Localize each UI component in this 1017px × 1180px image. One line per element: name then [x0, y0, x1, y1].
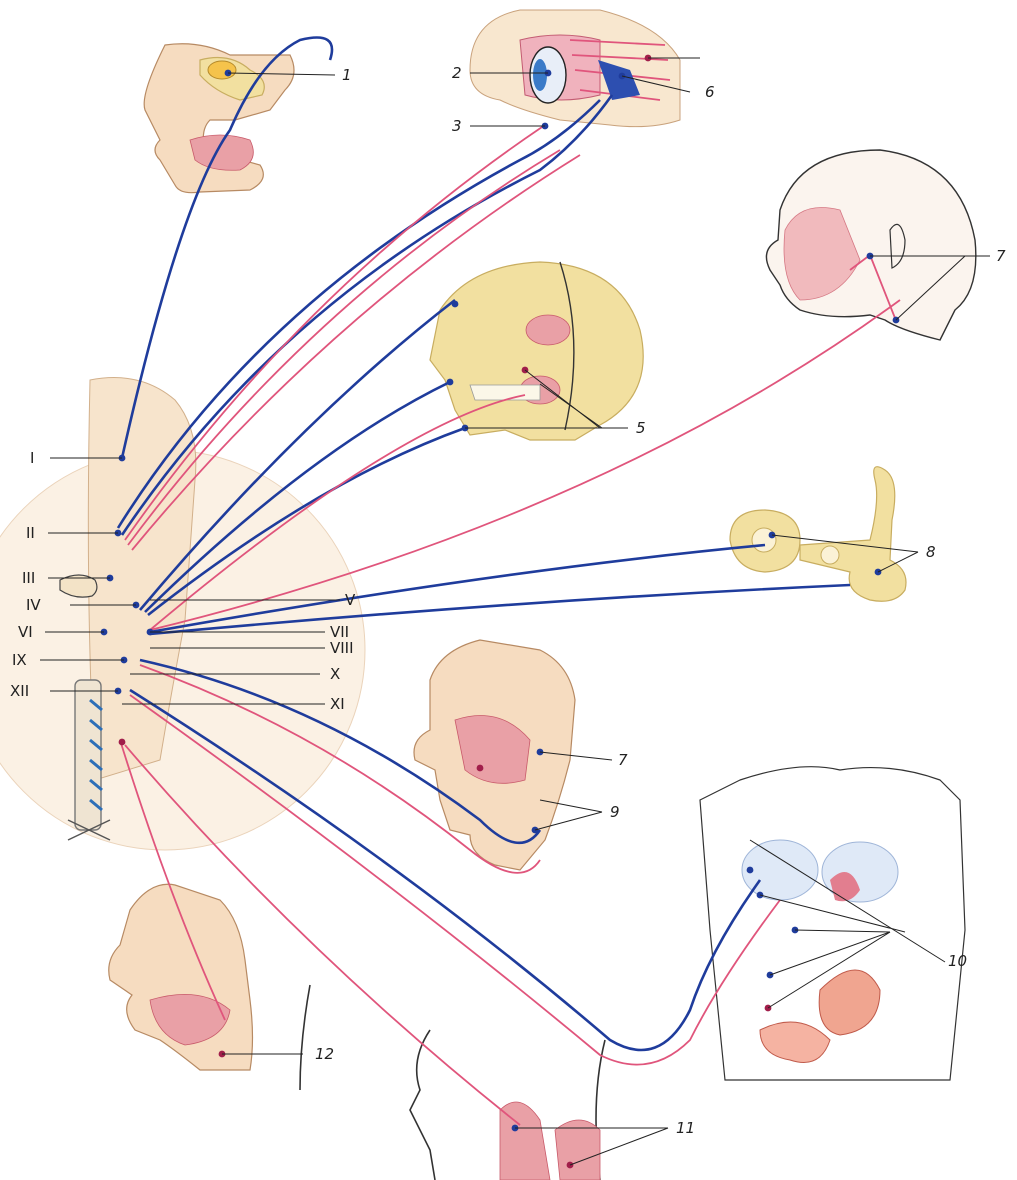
tongue-head-illustration — [109, 884, 310, 1090]
label-VIII: VIII — [330, 639, 354, 657]
pharynx-illustration — [414, 640, 575, 870]
label-1: 1 — [342, 66, 352, 84]
inner-ear-illustration — [730, 467, 906, 602]
label-8: 8 — [926, 543, 936, 561]
label-XI: XI — [330, 695, 345, 713]
label-VI: VI — [18, 623, 33, 641]
torso-illustration — [700, 767, 965, 1080]
label-IX: IX — [12, 651, 27, 669]
label-III: III — [22, 569, 35, 587]
brainstem-region — [0, 378, 365, 851]
label-10: 10 — [948, 952, 967, 970]
skull-illustration — [430, 262, 643, 440]
label-7-face: 7 — [996, 247, 1006, 265]
label-9: 9 — [610, 803, 620, 821]
label-V: V — [345, 591, 356, 609]
eye-illustration — [470, 10, 680, 127]
label-7-tongue: 7 — [618, 751, 628, 769]
neck-illustration — [410, 1030, 605, 1180]
label-I: I — [30, 449, 34, 467]
label-6: 6 — [705, 83, 715, 101]
nose-illustration — [144, 44, 294, 193]
label-IV: IV — [26, 596, 41, 614]
label-2: 2 — [452, 64, 462, 82]
label-X: X — [330, 665, 340, 683]
label-XII: XII — [10, 682, 29, 700]
label-3: 3 — [452, 117, 462, 135]
label-12: 12 — [315, 1045, 334, 1063]
label-5: 5 — [636, 419, 646, 437]
label-II: II — [26, 524, 35, 542]
facial-head-illustration — [766, 150, 975, 340]
label-11: 11 — [676, 1119, 695, 1137]
